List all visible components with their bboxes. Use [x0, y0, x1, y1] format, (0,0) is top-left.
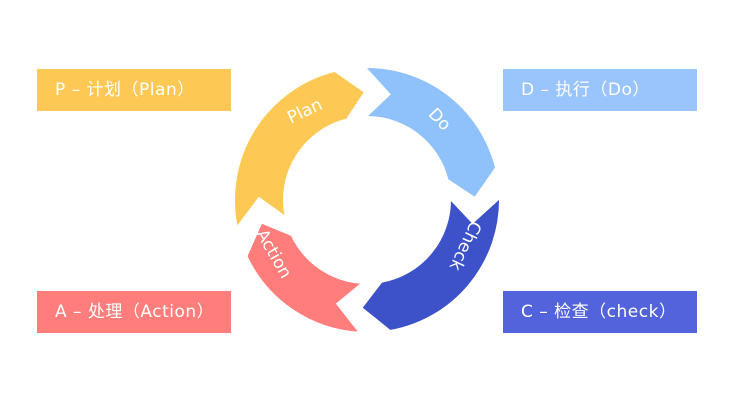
plan-label-box: P – 计划（Plan）	[37, 69, 231, 111]
plan-label-text: P – 计划（Plan）	[55, 80, 195, 100]
do-arrow-segment	[362, 66, 498, 200]
check-arrow-segment	[359, 195, 501, 333]
action-label-box: A – 处理（Action）	[37, 291, 231, 333]
action-arrow-segment	[245, 221, 366, 334]
action-label-text: A – 处理（Action）	[55, 302, 215, 322]
check-label-box: C – 检查（check）	[503, 291, 697, 333]
plan-arrow-segment	[233, 69, 367, 231]
do-label-text: D – 执行（Do）	[521, 80, 650, 100]
do-label-box: D – 执行（Do）	[503, 69, 697, 111]
check-label-text: C – 检查（check）	[521, 302, 677, 322]
